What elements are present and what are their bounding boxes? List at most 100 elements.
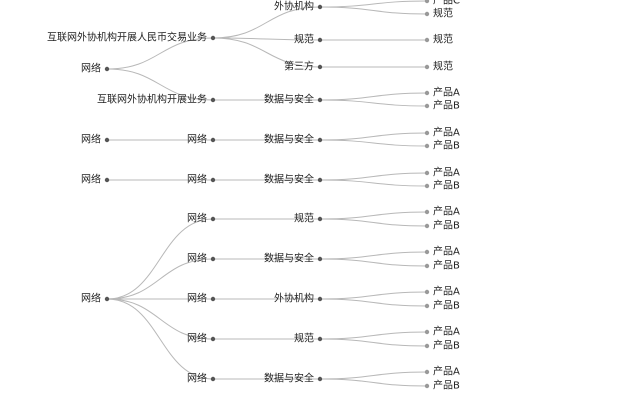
branch-node-label: 网络: [187, 292, 207, 305]
tree-link: [319, 371, 428, 380]
leaf-node-label: 产品A: [433, 205, 460, 218]
tree-link: [319, 6, 428, 15]
leaf-node-dot[interactable]: [424, 11, 430, 17]
tree-link: [319, 251, 428, 260]
sub-branch-node-dot[interactable]: [317, 97, 323, 103]
leaf-node-label: 产品B: [433, 139, 460, 152]
leaf-node-dot[interactable]: [424, 37, 430, 43]
branch-node-label: 网络: [187, 173, 207, 186]
leaf-node-dot[interactable]: [424, 183, 430, 189]
tree-link: [319, 172, 428, 181]
leaf-node-dot[interactable]: [424, 369, 430, 375]
root-node-label: 网络: [81, 292, 101, 305]
sub-branch-node-label: 数据与安全: [264, 252, 314, 265]
tree-link: [212, 37, 321, 68]
sub-branch-node-dot[interactable]: [317, 296, 323, 302]
sub-branch-node-dot[interactable]: [317, 376, 323, 382]
tree-link: [319, 298, 428, 307]
tree-links: [106, 0, 428, 387]
tree-link: [106, 218, 214, 300]
tree-link: [319, 291, 428, 300]
leaf-node-label: 产品B: [433, 259, 460, 272]
branch-node-dot[interactable]: [210, 336, 216, 342]
leaf-node-label: 规范: [433, 7, 453, 20]
sub-branch-node-label: 数据与安全: [264, 372, 314, 385]
leaf-node-label: 规范: [433, 60, 453, 73]
leaf-node-label: 产品B: [433, 339, 460, 352]
branch-node-label: 网络: [187, 133, 207, 146]
leaf-node-label: 产品B: [433, 99, 460, 112]
leaf-node-label: 产品A: [433, 166, 460, 179]
sub-branch-node-dot[interactable]: [317, 216, 323, 222]
tree-link: [319, 331, 428, 340]
branch-node-label: 互联网外协机构开展业务: [97, 93, 207, 106]
leaf-node-dot[interactable]: [424, 249, 430, 255]
leaf-node-dot[interactable]: [424, 90, 430, 96]
branch-node-dot[interactable]: [210, 35, 216, 41]
leaf-node-label: 产品C: [433, 0, 460, 7]
sub-branch-node-dot[interactable]: [317, 4, 323, 10]
sub-branch-node-label: 外协机构: [274, 292, 314, 305]
tree-nodes: 网络互联网外协机构开展人民币交易业务外协机构产品C规范规范规范第三方规范互联网外…: [47, 0, 460, 392]
branch-node-label: 网络: [187, 332, 207, 345]
leaf-node-label: 产品B: [433, 179, 460, 192]
sub-branch-node-dot[interactable]: [317, 336, 323, 342]
sub-branch-node-dot[interactable]: [317, 256, 323, 262]
tree-link: [319, 92, 428, 101]
branch-node-dot[interactable]: [210, 177, 216, 183]
sub-branch-node-dot[interactable]: [317, 137, 323, 143]
tree-link: [319, 0, 428, 8]
sub-branch-node-dot[interactable]: [317, 37, 323, 43]
leaf-node-dot[interactable]: [424, 103, 430, 109]
leaf-node-dot[interactable]: [424, 263, 430, 269]
branch-node-label: 网络: [187, 212, 207, 225]
sub-branch-node-dot[interactable]: [317, 177, 323, 183]
tree-link: [319, 99, 428, 107]
tree-link: [106, 37, 214, 70]
root-node-dot[interactable]: [104, 137, 110, 143]
tree-link: [106, 258, 214, 300]
leaf-node-dot[interactable]: [424, 130, 430, 136]
leaf-node-dot[interactable]: [424, 209, 430, 215]
tree-link: [319, 218, 428, 227]
branch-node-dot[interactable]: [210, 216, 216, 222]
leaf-node-label: 规范: [433, 33, 453, 46]
branch-node-dot[interactable]: [210, 376, 216, 382]
leaf-node-dot[interactable]: [424, 289, 430, 295]
tree-link: [106, 68, 214, 101]
sub-branch-node-label: 数据与安全: [264, 173, 314, 186]
sub-branch-node-dot[interactable]: [317, 64, 323, 70]
leaf-node-label: 产品A: [433, 86, 460, 99]
branch-node-dot[interactable]: [210, 137, 216, 143]
leaf-node-dot[interactable]: [424, 223, 430, 229]
sub-branch-node-label: 外协机构: [274, 0, 314, 13]
root-node-dot[interactable]: [104, 177, 110, 183]
branch-node-dot[interactable]: [210, 296, 216, 302]
leaf-node-label: 产品A: [433, 365, 460, 378]
tree-link: [319, 211, 428, 220]
leaf-node-label: 产品B: [433, 299, 460, 312]
tree-link: [319, 132, 428, 141]
branch-node-dot[interactable]: [210, 97, 216, 103]
leaf-node-label: 产品B: [433, 379, 460, 392]
leaf-node-dot[interactable]: [424, 329, 430, 335]
leaf-node-dot[interactable]: [424, 303, 430, 309]
leaf-node-dot[interactable]: [424, 0, 430, 4]
tree-link: [319, 338, 428, 347]
sub-branch-node-label: 规范: [294, 212, 314, 225]
leaf-node-dot[interactable]: [424, 143, 430, 149]
leaf-node-label: 产品A: [433, 285, 460, 298]
leaf-node-dot[interactable]: [424, 170, 430, 176]
leaf-node-label: 产品A: [433, 126, 460, 139]
leaf-node-dot[interactable]: [424, 383, 430, 389]
tree-link: [319, 258, 428, 267]
branch-node-dot[interactable]: [210, 256, 216, 262]
tree-link: [106, 298, 214, 340]
root-node-dot[interactable]: [104, 296, 110, 302]
root-node-label: 网络: [81, 173, 101, 186]
leaf-node-dot[interactable]: [424, 343, 430, 349]
root-node-dot[interactable]: [104, 66, 110, 72]
sub-branch-node-label: 第三方: [284, 60, 314, 73]
leaf-node-dot[interactable]: [424, 64, 430, 70]
